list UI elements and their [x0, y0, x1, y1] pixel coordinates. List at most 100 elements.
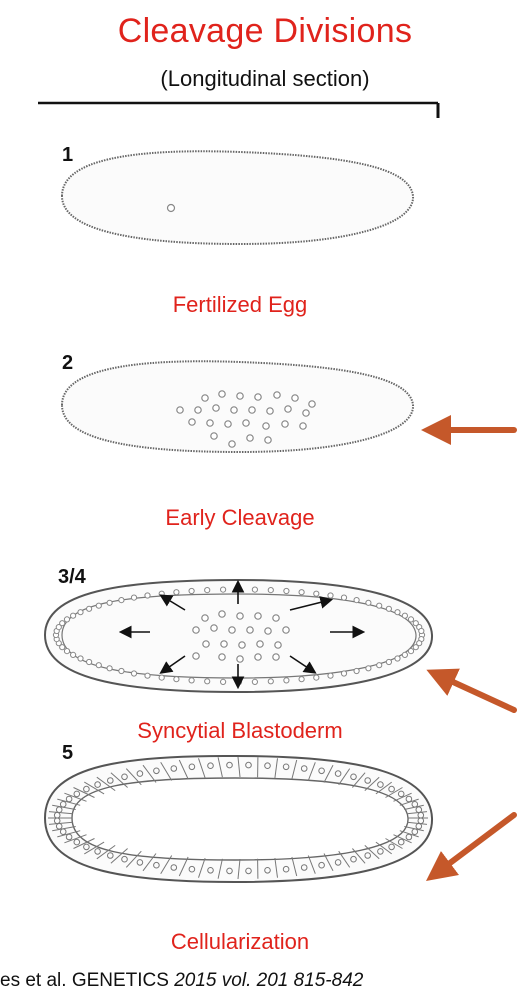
cell-nucleus [300, 864, 308, 871]
cell-wall [375, 781, 392, 795]
peripheral-nucleus [340, 594, 348, 601]
peripheral-nucleus [298, 589, 305, 596]
peripheral-nucleus [235, 586, 243, 593]
cell-wall [385, 838, 403, 849]
cell-nucleus [405, 833, 413, 841]
cell-wall [404, 804, 424, 810]
cell-wall [198, 758, 206, 779]
cell-wall [323, 764, 334, 783]
peripheral-nucleus [130, 670, 138, 677]
peripheral-nucleus [365, 665, 372, 672]
peripheral-nucleus [106, 599, 113, 606]
diagram-title: Cleavage Divisions [117, 12, 413, 50]
peripheral-nucleus [173, 589, 180, 596]
cell-wall [73, 787, 95, 798]
cell-wall [96, 844, 116, 860]
indicator-arrows [421, 415, 517, 881]
stage-number-2: 2 [62, 352, 74, 374]
peripheral-nucleus [412, 644, 419, 651]
nucleus [218, 390, 226, 398]
cell-wall [57, 830, 81, 838]
nucleus [308, 400, 316, 408]
peripheral-nucleus [416, 640, 423, 647]
cell-nucleus [188, 865, 196, 873]
nucleus [254, 612, 262, 620]
cell-nucleus [188, 763, 196, 771]
nucleus [281, 420, 289, 428]
cell-wall [393, 792, 412, 802]
nucleus [248, 406, 256, 414]
nucleus [188, 418, 196, 426]
cell-wall [237, 858, 241, 880]
cell-nucleus [65, 795, 73, 803]
cell-wall [178, 759, 189, 780]
cell-nucleus [226, 867, 233, 875]
nucleus [228, 626, 236, 634]
peripheral-nucleus [55, 624, 62, 631]
nucleus [236, 612, 244, 620]
cell-wall [64, 792, 87, 802]
peripheral-nucleus [376, 662, 383, 669]
peripheral-nucleus [106, 665, 113, 672]
peripheral-nucleus [385, 658, 392, 666]
cell-nucleus [318, 861, 325, 869]
cell-nucleus [73, 838, 81, 846]
cell-nucleus [282, 865, 290, 873]
cell-wall [73, 838, 95, 849]
cell-nucleus [318, 767, 325, 775]
peripheral-nucleus [158, 674, 165, 681]
nucleus [272, 653, 280, 661]
cell-nucleus [397, 838, 405, 846]
cell-wall [198, 857, 206, 878]
nucleus [284, 405, 292, 413]
peripheral-nuclei [52, 586, 426, 686]
peripheral-nucleus [313, 674, 320, 681]
peripheral-nucleus [204, 587, 211, 594]
nucleus [262, 422, 270, 430]
peripheral-nucleus [401, 612, 408, 619]
peripheral-nucleus [144, 592, 151, 599]
arrow-syncytial-blastoderm [426, 668, 517, 713]
cell-nucleus [264, 867, 271, 874]
cell-wall [84, 781, 105, 795]
peripheral-nucleus [118, 597, 125, 604]
nucleus [282, 626, 290, 634]
cell-nucleus [207, 867, 214, 874]
cell-wall [142, 764, 157, 783]
peripheral-nucleus [59, 644, 66, 651]
cell-nucleus [107, 777, 114, 784]
cell-wall [84, 841, 105, 855]
cell-wall [160, 855, 173, 874]
embryo-stage-5 [43, 754, 434, 884]
peripheral-nucleus [77, 609, 84, 616]
cell-wall [125, 850, 142, 868]
cell-nucleus [364, 777, 372, 784]
nucleus [206, 419, 214, 427]
migrating-nuclei [192, 610, 290, 663]
cell-wall [142, 853, 157, 872]
cell-nucleus [334, 859, 342, 866]
stage-label-5: Cellularization [170, 929, 310, 954]
embryo-stage-2 [60, 360, 415, 454]
nucleus [212, 404, 220, 412]
cell-wall [48, 811, 73, 815]
cell-nucleus [121, 855, 128, 863]
peripheral-nucleus [95, 602, 102, 609]
peripheral-nucleus [70, 612, 77, 619]
citation-volume: 2015 vol. 201 815-842 [174, 970, 364, 991]
cell-nucleus [153, 861, 160, 869]
citation-prefix: es et al. GENETICS [0, 970, 175, 991]
cell-wall [291, 759, 298, 780]
nucleus [236, 655, 244, 663]
peripheral-nucleus [353, 597, 360, 604]
nucleus [254, 393, 262, 401]
cell-nucleus [417, 811, 425, 819]
cell-nucleus [136, 859, 144, 866]
cell-wall [237, 756, 241, 778]
cell-wall [407, 811, 428, 815]
peripheral-nucleus [95, 662, 102, 669]
nucleus [210, 624, 218, 632]
peripheral-nucleus [394, 609, 401, 616]
nucleus [192, 652, 200, 660]
cell-nucleus [364, 852, 372, 859]
